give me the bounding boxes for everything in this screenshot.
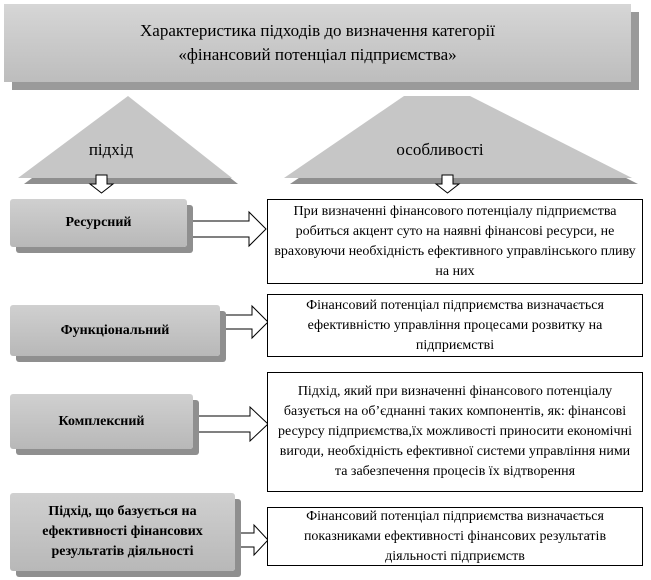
approach-box-functional: Функціональний	[10, 305, 220, 356]
description-text: При визначенні фінансового потенціалу пі…	[274, 203, 636, 279]
approach-box-complex: Комплексний	[10, 394, 193, 449]
down-arrow-icon	[88, 174, 115, 194]
features-header-shape	[284, 96, 638, 184]
right-arrow-icon	[195, 405, 269, 443]
description-text: Фінансовий потенціал підприємства визнач…	[306, 297, 604, 353]
description-text: Підхід, який при визначенні фінансового …	[278, 384, 632, 479]
right-arrow-icon	[221, 304, 269, 340]
approach-label: Ресурсний	[65, 215, 132, 230]
description-box-results: Фінансовий потенціал підприємства визнач…	[267, 507, 643, 566]
approach-box-results: Підхід, що базується на ефективності фін…	[10, 493, 235, 571]
approach-header-label: підхід	[88, 140, 134, 159]
approach-header-shape	[18, 96, 238, 184]
description-box-resource: При визначенні фінансового потенціалу пі…	[267, 199, 643, 284]
approach-label: Підхід, що базується на ефективності фін…	[42, 504, 203, 559]
right-arrow-icon	[190, 210, 267, 248]
right-arrow-icon	[237, 523, 269, 557]
description-box-complex: Підхід, який при визначенні фінансового …	[267, 372, 643, 492]
approach-label: Функціональний	[60, 322, 170, 338]
down-arrow-icon	[434, 174, 461, 194]
description-text: Фінансовий потенціал підприємства визнач…	[303, 508, 607, 564]
approach-label: Комплексний	[58, 413, 145, 429]
diagram-title-box: Характеристика підходів до визначення ка…	[4, 4, 631, 82]
description-box-functional: Фінансовий потенціал підприємства визнач…	[267, 294, 643, 357]
approach-box-resource: Ресурсний	[10, 199, 187, 247]
diagram-title: Характеристика підходів до визначення ка…	[140, 21, 495, 64]
features-header-label: особливості	[396, 140, 484, 159]
